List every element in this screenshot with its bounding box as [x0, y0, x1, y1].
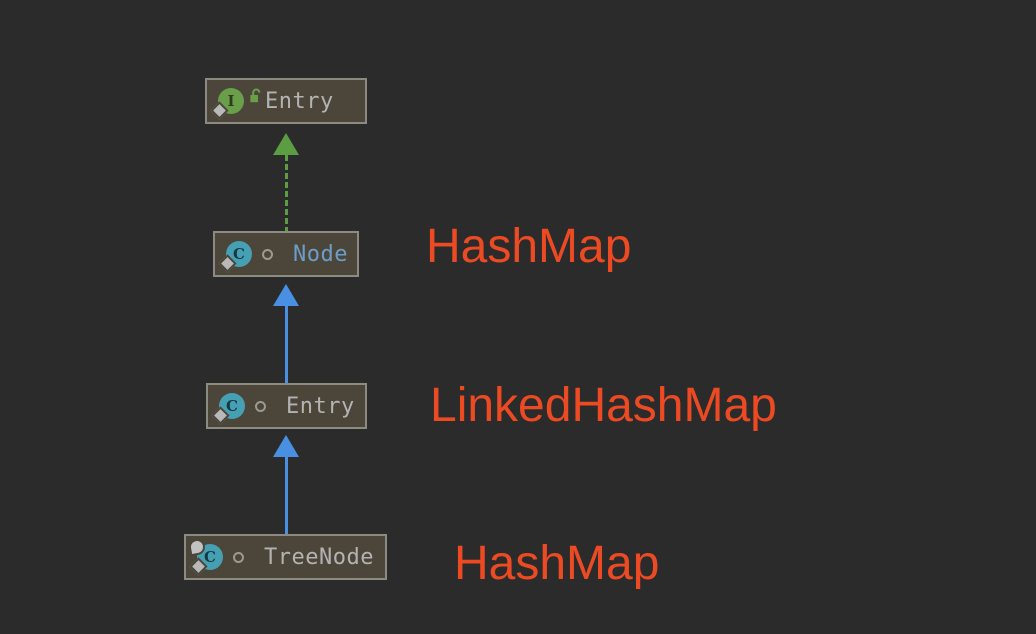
package-private-circle-icon	[233, 551, 244, 563]
class-icon: C	[218, 239, 253, 273]
annotation-treenode-owner: HashMap	[454, 537, 660, 590]
edge-entryclass-extends-node-arrowhead	[273, 284, 299, 306]
uml-node-entry-class[interactable]: C Entry	[206, 383, 367, 429]
edge-node-implements-entry-arrowhead	[273, 133, 299, 155]
uml-node-label: Node	[293, 241, 348, 267]
package-private-circle-icon	[262, 248, 273, 260]
uml-node-label: Entry	[286, 393, 355, 419]
package-private-circle-icon	[255, 400, 266, 412]
class-badge-letter: C	[219, 393, 245, 419]
edge-entryclass-extends-node-line	[285, 306, 288, 386]
uml-node-node-class[interactable]: C Node	[213, 231, 359, 277]
edge-treenode-extends-entryclass-arrowhead	[273, 435, 299, 457]
uml-node-entry-interface[interactable]: I Entry	[205, 78, 367, 124]
edge-treenode-extends-entryclass-line	[285, 457, 288, 537]
unlocked-padlock-icon	[247, 87, 265, 105]
edge-node-implements-entry-line	[285, 155, 288, 233]
interface-icon: I	[210, 86, 245, 120]
uml-node-label: TreeNode	[264, 544, 374, 570]
uml-node-treenode-class[interactable]: C TreeNode	[184, 534, 387, 580]
annotation-entry-owner: LinkedHashMap	[430, 379, 777, 432]
class-icon: C	[211, 391, 246, 425]
uml-node-label: Entry	[265, 88, 334, 114]
class-icon: C	[189, 540, 224, 576]
annotation-node-owner: HashMap	[426, 220, 632, 273]
